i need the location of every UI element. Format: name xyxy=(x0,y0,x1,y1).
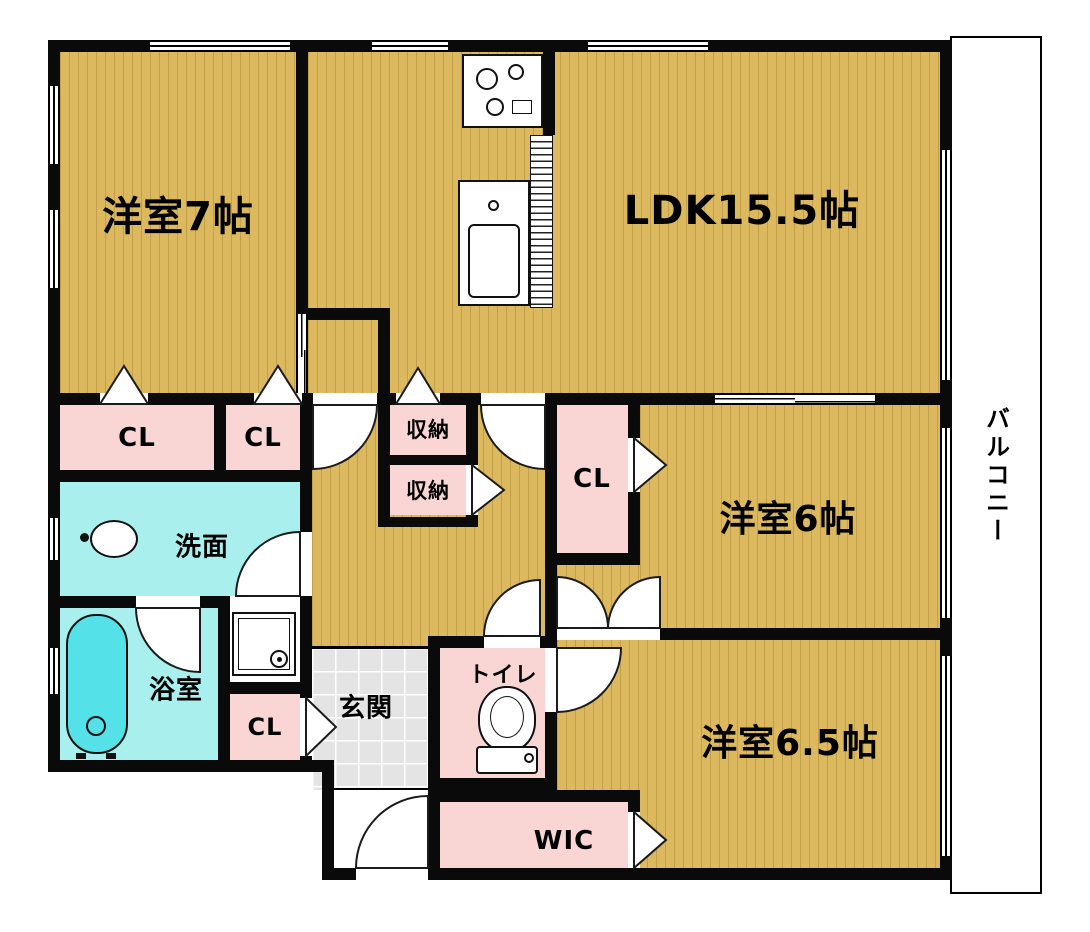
wall xyxy=(322,760,334,880)
bathtub-drain-icon xyxy=(86,716,106,736)
room-label-wic: WIC xyxy=(533,826,595,856)
door-opening xyxy=(628,438,640,492)
wall xyxy=(378,517,478,527)
room-western6-floor xyxy=(557,565,640,628)
door-opening xyxy=(136,596,200,608)
stove-burner-icon xyxy=(476,68,498,90)
kitchen-counter-panel-icon xyxy=(530,135,553,308)
sink-faucet-icon xyxy=(488,200,499,211)
wall xyxy=(428,636,440,880)
closet-cl-a-floor xyxy=(60,405,214,470)
stove-burner-icon xyxy=(508,64,524,80)
window xyxy=(48,86,60,164)
room-label-storage-b: 収納 xyxy=(406,479,450,503)
window xyxy=(48,210,60,288)
room-label-cl-d: CL xyxy=(247,713,283,741)
bathtub-icon xyxy=(66,614,128,754)
window xyxy=(48,648,60,694)
door-opening xyxy=(313,393,377,405)
wall xyxy=(545,393,557,790)
window xyxy=(588,40,708,52)
closet-cl-b-floor xyxy=(226,405,300,470)
wall xyxy=(214,393,226,470)
toilet-button-icon xyxy=(524,753,534,763)
closet-cl-c-floor xyxy=(557,405,628,553)
wall xyxy=(296,52,308,314)
toilet-bowl-inner xyxy=(490,696,524,738)
window xyxy=(150,40,290,52)
wall xyxy=(48,760,334,772)
drain-icon xyxy=(270,650,288,668)
wall xyxy=(378,308,390,405)
bathtub-foot-icon xyxy=(106,753,116,759)
wall xyxy=(60,470,300,482)
storage-a-floor xyxy=(390,405,466,455)
room-label-washroom: 洗面 xyxy=(174,532,230,563)
door-opening xyxy=(481,393,545,405)
room-label-balcony: バルコニー xyxy=(981,406,1010,546)
door-opening xyxy=(466,465,478,515)
stove-grill-icon xyxy=(512,100,532,114)
room-label-western7: 洋室7帖 xyxy=(102,194,254,240)
room-label-storage-a: 収納 xyxy=(406,418,450,442)
door-opening xyxy=(254,393,302,405)
bathtub-foot-icon xyxy=(76,753,86,759)
wall xyxy=(428,778,557,790)
wall xyxy=(545,553,640,565)
storage-b-floor xyxy=(390,465,466,515)
door-opening xyxy=(396,393,440,405)
stove-icon xyxy=(462,54,543,128)
sliding-door xyxy=(296,314,308,393)
window xyxy=(372,40,448,52)
room-label-western65: 洋室6.5帖 xyxy=(701,723,879,764)
room-label-toilet: トイレ xyxy=(468,663,538,688)
window xyxy=(940,656,952,856)
door-arc-entry xyxy=(354,794,429,869)
wall xyxy=(660,628,940,640)
toilet-icon xyxy=(476,686,544,778)
room-western7-floor xyxy=(60,52,296,393)
door-opening xyxy=(484,636,540,648)
window xyxy=(940,428,952,618)
washing-machine-pan-inner xyxy=(238,618,290,670)
wall xyxy=(296,308,390,320)
room-label-cl-a: CL xyxy=(118,423,156,453)
entry-step-line xyxy=(334,788,428,790)
door-opening xyxy=(300,532,312,596)
washbasin-faucet-icon xyxy=(80,533,89,542)
wall xyxy=(218,682,312,694)
door-opening xyxy=(100,393,148,405)
closet-cl-d-floor xyxy=(230,694,300,760)
entry-step-line xyxy=(312,646,428,649)
window xyxy=(940,150,952,380)
wic-floor xyxy=(440,802,628,868)
room-ldk-floor xyxy=(308,52,940,393)
room-western6-floor xyxy=(640,405,940,628)
door-opening xyxy=(300,698,312,756)
door-opening xyxy=(356,868,428,880)
wall xyxy=(378,455,478,465)
washbasin-icon xyxy=(90,520,138,558)
room-label-cl-b: CL xyxy=(244,423,282,453)
sliding-door xyxy=(715,393,875,405)
stove-burner-icon xyxy=(486,98,504,116)
washing-machine-pan-icon xyxy=(232,612,296,676)
room-label-western6: 洋室6帖 xyxy=(719,499,857,540)
room-label-cl-c: CL xyxy=(573,464,611,494)
wall xyxy=(543,52,555,135)
room-label-bathroom: 浴室 xyxy=(148,675,204,706)
door-opening xyxy=(545,648,557,712)
wall xyxy=(378,405,390,527)
wall xyxy=(428,790,640,802)
room-label-ldk: LDK15.5帖 xyxy=(623,188,861,234)
window xyxy=(48,518,60,560)
room-label-entrance: 玄関 xyxy=(338,693,394,724)
sink-basin-icon xyxy=(468,224,520,298)
door-opening xyxy=(628,812,640,868)
kitchen-sink-icon xyxy=(458,180,530,306)
drain-dot-icon xyxy=(277,657,282,662)
